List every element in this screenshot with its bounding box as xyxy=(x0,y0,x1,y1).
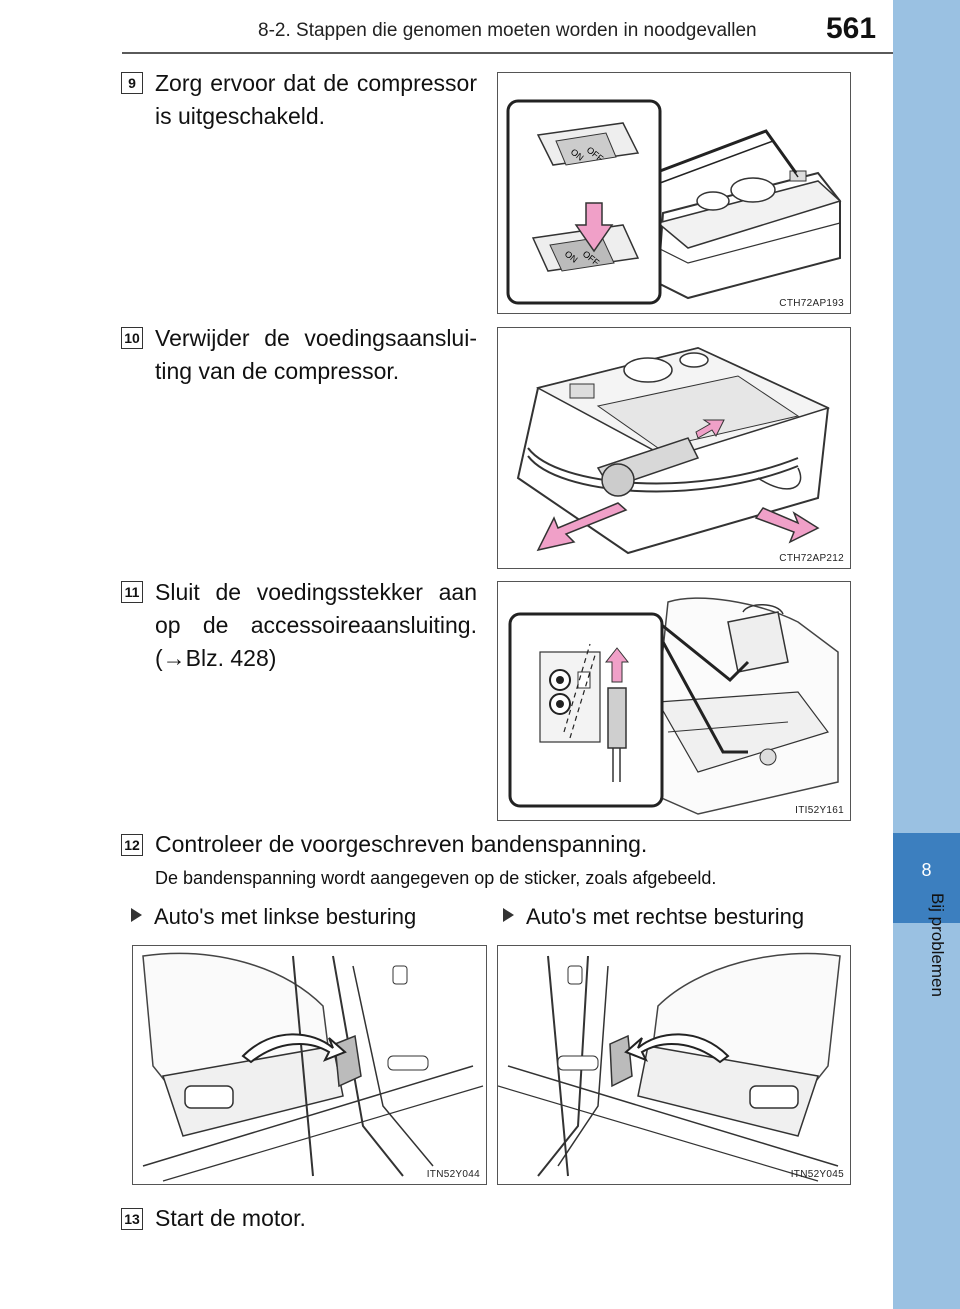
variant-right-hand-drive: Auto's met rechtse besturing xyxy=(503,904,804,930)
step-9-line-1: Zorg ervoor dat de compressor xyxy=(155,70,477,96)
section-title: 8-2. Stappen die genomen moeten worden i… xyxy=(258,20,757,41)
step-number-10: 10 xyxy=(121,327,143,349)
figure-compressor-switch: ON OFF ON OFF CTH72AP193 xyxy=(497,72,851,314)
figure-code: CTH72AP212 xyxy=(779,553,844,564)
step-number-9: 9 xyxy=(121,72,143,94)
figure-code: ITI52Y161 xyxy=(795,805,844,816)
door-pillar-rhd-illustration xyxy=(498,952,841,1182)
figure-sticker-rhd: ITN52Y045 xyxy=(497,945,851,1185)
step-12-text: Controleer de voorgeschreven bandenspann… xyxy=(155,831,648,857)
tire-pressure-sticker xyxy=(334,1034,362,1088)
triangle-bullet-icon xyxy=(503,908,514,922)
step-11-line-3: (→Blz. 428) xyxy=(155,645,277,671)
step-13-text: Start de motor. xyxy=(155,1205,306,1231)
pull-arrow-left xyxy=(536,502,628,552)
chapter-tab[interactable] xyxy=(893,833,960,923)
switch-off-position: ON OFF xyxy=(531,224,640,272)
accessory-socket-illustration xyxy=(508,597,839,815)
page-number: 561 xyxy=(826,12,877,45)
step-9-text: Zorg ervoor dat de compressor is uitgesc… xyxy=(155,67,477,133)
pull-arrow-right xyxy=(754,507,820,544)
step-9-line-2: is uitgeschakeld. xyxy=(155,103,326,129)
figure-remove-power-cord: CTH72AP212 xyxy=(497,327,851,569)
switch-on-position: ON OFF xyxy=(536,122,640,166)
step-10-line-1: Verwijder de voedingsaanslui- xyxy=(155,325,477,351)
figure-accessory-socket: ITI52Y161 xyxy=(497,581,851,821)
step-10-text: Verwijder de voedingsaanslui- ting van d… xyxy=(155,322,477,388)
triangle-bullet-icon xyxy=(131,908,142,922)
tire-pressure-note: De bandenspanning wordt aangegeven op de… xyxy=(155,868,717,888)
chapter-label: Bij problemen xyxy=(927,893,947,997)
header-divider xyxy=(122,52,894,54)
step-11-line-2: op de accessoireaansluiting. xyxy=(155,612,477,638)
chapter-sidebar xyxy=(893,0,960,1309)
pointer-arrow xyxy=(624,1033,730,1064)
figure-sticker-lhd: ITN52Y044 xyxy=(132,945,487,1185)
figure-code: CTH72AP193 xyxy=(779,298,844,309)
chapter-number: 8 xyxy=(921,860,932,880)
step-10-line-2: ting van de compressor. xyxy=(155,358,400,384)
step-number-12: 12 xyxy=(121,834,143,856)
figure-code: ITN52Y045 xyxy=(790,1169,844,1180)
compressor-cord-illustration xyxy=(516,346,831,555)
variant-left-hand-drive: Auto's met linkse besturing xyxy=(131,904,416,930)
step-11-text: Sluit de voedingsstekker aan op de acces… xyxy=(155,576,477,675)
insert-arrow xyxy=(604,647,630,683)
step-number-13: 13 xyxy=(121,1208,143,1230)
press-arrow xyxy=(574,202,614,253)
compressor-switch-illustration: ON OFF ON OFF xyxy=(506,99,842,305)
step-number-11: 11 xyxy=(121,581,143,603)
tire-pressure-sticker xyxy=(609,1034,633,1088)
door-pillar-lhd-illustration xyxy=(142,952,484,1182)
pointer-arrow xyxy=(241,1033,347,1064)
step-11-line-1: Sluit de voedingsstekker aan xyxy=(155,579,477,605)
figure-code: ITN52Y044 xyxy=(426,1169,480,1180)
